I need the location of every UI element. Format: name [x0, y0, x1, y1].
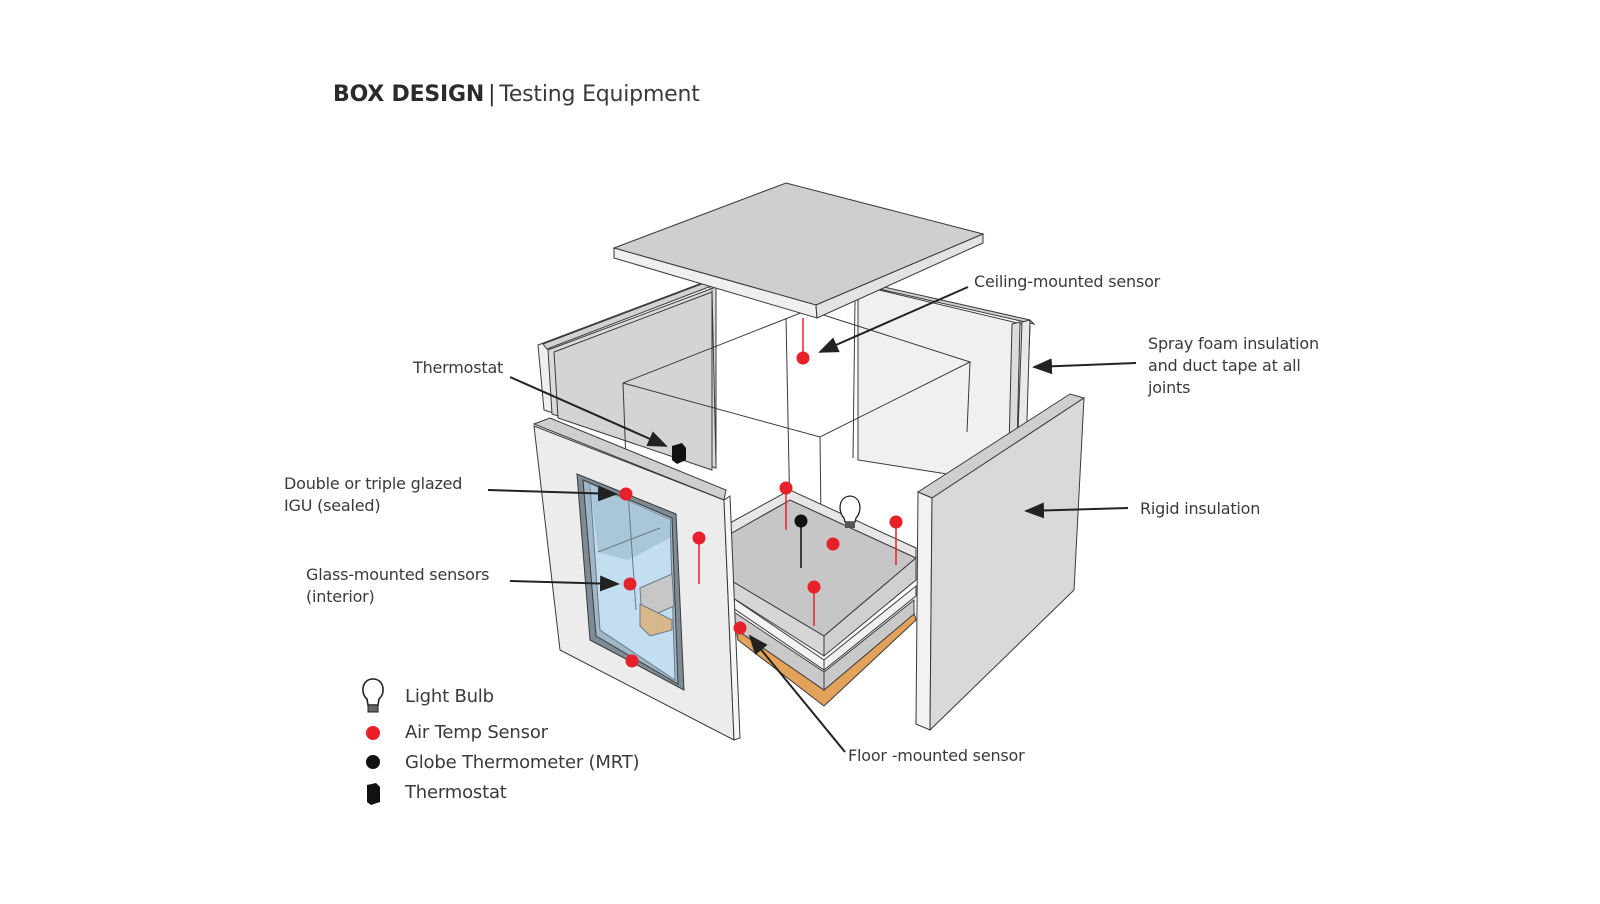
air-temp-sensor-ceiling [796, 351, 810, 365]
label-spray-foam: Spray foam insulation and duct tape at a… [1148, 333, 1319, 399]
air-temp-sensor-glass-top [619, 487, 633, 501]
floor-platform [727, 489, 917, 707]
label-spray-foam-line1: Spray foam insulation [1148, 334, 1319, 353]
label-spray-foam-line3: joints [1148, 378, 1191, 397]
sensors [619, 318, 903, 668]
label-glass-sensors-line1: Glass-mounted sensors [306, 565, 490, 584]
arrow-rigid-insulation [1024, 502, 1129, 519]
legend-item-light-bulb: Light Bulb [358, 678, 678, 713]
legend-item-thermostat: Thermostat [358, 780, 678, 808]
label-glass-sensors-line2: (interior) [306, 587, 375, 606]
label-igu-line1: Double or triple glazed [284, 474, 463, 493]
arrow-spray-foam [1032, 358, 1137, 375]
air-temp-sensor-floor [733, 621, 747, 635]
label-floor-sensor: Floor -mounted sensor [848, 746, 1025, 765]
ceiling-panel [612, 182, 985, 319]
callout-arrows [487, 286, 1137, 753]
air-temp-sensor-icon [366, 726, 380, 740]
air-temp-sensor-interior-3 [807, 580, 821, 594]
arrow-igu [487, 485, 618, 502]
legend-item-globe-thermometer: Globe Thermometer (MRT) [358, 750, 678, 778]
thermostat-device [672, 443, 686, 464]
label-igu: Double or triple glazed IGU (sealed) [284, 473, 462, 517]
rigid-insulation-panel [915, 393, 1086, 732]
air-temp-sensor-glass-bottom [625, 654, 639, 668]
air-temp-sensor-interior-2 [826, 537, 840, 551]
arrow-floor-sensor [748, 634, 846, 753]
legend-item-air-temp-sensor: Air Temp Sensor [358, 720, 678, 748]
label-igu-line2: IGU (sealed) [284, 496, 381, 515]
title-subtitle: Testing Equipment [499, 82, 700, 107]
title-separator: | [488, 82, 496, 107]
air-temp-sensor-glass-mid [623, 577, 637, 591]
globe-thermometer [794, 514, 808, 528]
air-temp-sensor-wall [692, 531, 706, 545]
light-bulb [839, 495, 861, 528]
arrow-thermostat [509, 376, 668, 447]
legend-label: Air Temp Sensor [405, 722, 548, 743]
label-thermostat: Thermostat [413, 358, 504, 377]
legend-label: Globe Thermometer (MRT) [405, 752, 640, 773]
diagram-title: BOX DESIGN|Testing Equipment [333, 82, 700, 107]
arrow-glass-sensors [509, 575, 620, 592]
back-left-wall [537, 278, 720, 471]
label-rigid-insulation: Rigid insulation [1140, 499, 1261, 518]
light-bulb-icon [362, 678, 384, 713]
globe-thermometer-icon [366, 755, 380, 769]
arrow-ceiling-sensor [818, 286, 969, 353]
title-bold: BOX DESIGN [333, 82, 485, 107]
air-temp-sensor-interior-4 [889, 515, 903, 529]
label-glass-sensors: Glass-mounted sensors (interior) [306, 564, 489, 608]
thermostat-icon [367, 783, 380, 805]
label-spray-foam-line2: and duct tape at all [1148, 356, 1301, 375]
legend-label: Thermostat [405, 782, 507, 803]
air-temp-sensor-interior-1 [779, 481, 793, 495]
legend-label: Light Bulb [405, 686, 494, 707]
label-ceiling-sensor: Ceiling-mounted sensor [974, 272, 1161, 291]
